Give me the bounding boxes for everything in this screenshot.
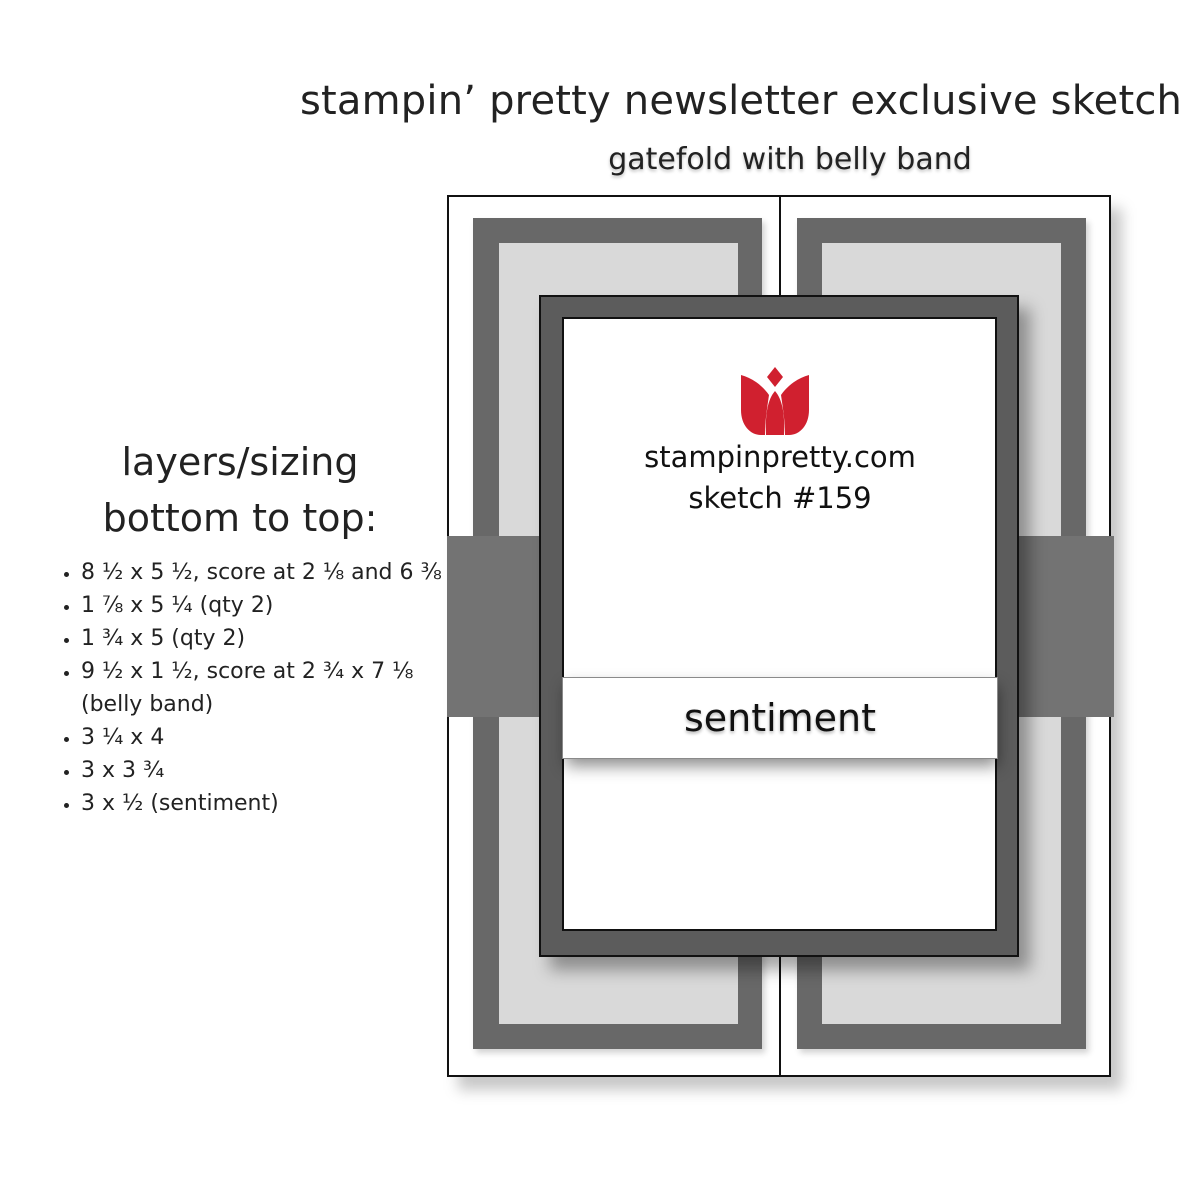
layers-heading: layers/sizing bottom to top: [60, 434, 420, 546]
website-label: stampinpretty.com [644, 440, 916, 474]
layers-heading-line1: layers/sizing [121, 440, 359, 484]
layer-item: 9 ½ x 1 ½, score at 2 ¾ x 7 ⅛ (belly ban… [81, 655, 471, 721]
layer-item: 1 ⅞ x 5 ¼ (qty 2) [81, 589, 471, 622]
sketch-number: sketch #159 [688, 481, 872, 515]
sentiment-label: sentiment [683, 696, 877, 740]
layer-item: 3 x ½ (sentiment) [81, 787, 471, 820]
layer-item: 8 ½ x 5 ½, score at 2 ⅛ and 6 ⅜ [81, 556, 471, 589]
sentiment-strip: sentiment [562, 677, 998, 759]
layers-list: 8 ½ x 5 ½, score at 2 ⅛ and 6 ⅜ 1 ⅞ x 5 … [50, 556, 471, 820]
layer-item: 1 ¾ x 5 (qty 2) [81, 622, 471, 655]
layers-heading-line2: bottom to top: [102, 496, 378, 540]
sketch-title: stampin’ pretty newsletter exclusive ske… [300, 78, 1183, 124]
sketch-subtitle: gatefold with belly band [608, 142, 972, 177]
layer-item: 3 ¼ x 4 [81, 721, 471, 754]
tulip-icon [741, 367, 809, 435]
layer-item: 3 x 3 ¾ [81, 754, 471, 787]
